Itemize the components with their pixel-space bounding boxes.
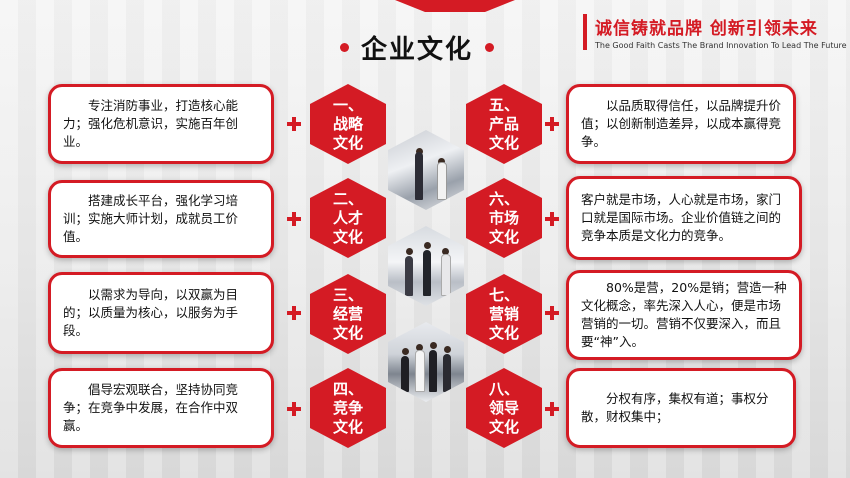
text-box-operation: 以需求为导向，以双赢为目的；以质量为核心，以服务为手段。 — [48, 272, 274, 354]
hex-label: 八、 领导 文化 — [488, 379, 519, 436]
hex-label: 六、 市场 文化 — [488, 189, 519, 246]
hex-label: 三、 经营 文化 — [332, 285, 363, 342]
hex-marketing-culture: 七、 营销 文化 — [466, 274, 542, 354]
text-strategy: 专注消防事业，打造核心能力；强化危机意识，实施百年创业。 — [63, 98, 239, 149]
text-marketing: 80%是营，20%是销；营造一种文化概念，率先深入人心，便是市场营销的一切。营销… — [581, 280, 787, 349]
plus-icon — [287, 117, 301, 131]
text-box-market: 客户就是市场，人心就是市场，家门口就是国际市场。企业价值链之间的竞争本质是文化力… — [566, 176, 802, 260]
slogan: 诚信铸就品牌 创新引领未来 The Good Faith Casts The B… — [583, 14, 847, 50]
text-box-strategy: 专注消防事业，打造核心能力；强化危机意识，实施百年创业。 — [48, 84, 274, 164]
text-box-leadership: 分权有序，集权有道；事权分散，财权集中； — [566, 368, 796, 448]
hex-competition-culture: 四、 竞争 文化 — [310, 368, 386, 448]
text-competition: 倡导宏观联合，坚持协同竞争；在竞争中发展，在合作中双赢。 — [63, 382, 239, 433]
text-box-competition: 倡导宏观联合，坚持协同竞争；在竞争中发展，在合作中双赢。 — [48, 368, 274, 448]
plus-icon — [287, 306, 301, 320]
title-dot-left — [340, 42, 349, 52]
plus-icon — [545, 306, 559, 320]
hex-label: 五、 产品 文化 — [488, 95, 519, 152]
slogan-chinese: 诚信铸就品牌 创新引领未来 — [595, 19, 818, 39]
text-leadership: 分权有序，集权有道；事权分散，财权集中； — [581, 391, 769, 424]
text-box-talent: 搭建成长平台，强化学习培训；实施大师计划，成就员工价值。 — [48, 180, 274, 258]
top-decoration — [395, 0, 515, 12]
text-operation: 以需求为导向，以双赢为目的；以质量为核心，以服务为手段。 — [63, 287, 239, 338]
text-box-product: 以品质取得信任，以品牌提升价值；以创新制造差异，以成本赢得竞争。 — [566, 84, 796, 164]
hex-label: 七、 营销 文化 — [488, 285, 519, 342]
plus-icon — [545, 117, 559, 131]
plus-icon — [287, 402, 301, 416]
page-title: 企业文化 — [361, 34, 474, 65]
team-photo — [388, 322, 464, 402]
hex-label: 四、 竞争 文化 — [332, 379, 363, 436]
hex-operation-culture: 三、 经营 文化 — [310, 274, 386, 354]
hex-label: 二、 人才 文化 — [332, 189, 363, 246]
text-product: 以品质取得信任，以品牌提升价值；以创新制造差异，以成本赢得竞争。 — [581, 98, 782, 149]
text-box-marketing: 80%是营，20%是销；营造一种文化概念，率先深入人心，便是市场营销的一切。营销… — [566, 270, 802, 360]
plus-icon — [545, 402, 559, 416]
text-market: 客户就是市场，人心就是市场，家门口就是国际市场。企业价值链之间的竞争本质是文化力… — [581, 192, 782, 243]
page-title-group: 企业文化 — [340, 30, 495, 65]
text-talent: 搭建成长平台，强化学习培训；实施大师计划，成就员工价值。 — [63, 193, 239, 244]
slogan-english: The Good Faith Casts The Brand Innovatio… — [595, 41, 847, 50]
hex-label: 一、 战略 文化 — [332, 95, 363, 152]
plus-icon — [545, 212, 559, 226]
title-dot-right — [485, 42, 495, 52]
plus-icon — [287, 212, 301, 226]
hex-leadership-culture: 八、 领导 文化 — [466, 368, 542, 448]
